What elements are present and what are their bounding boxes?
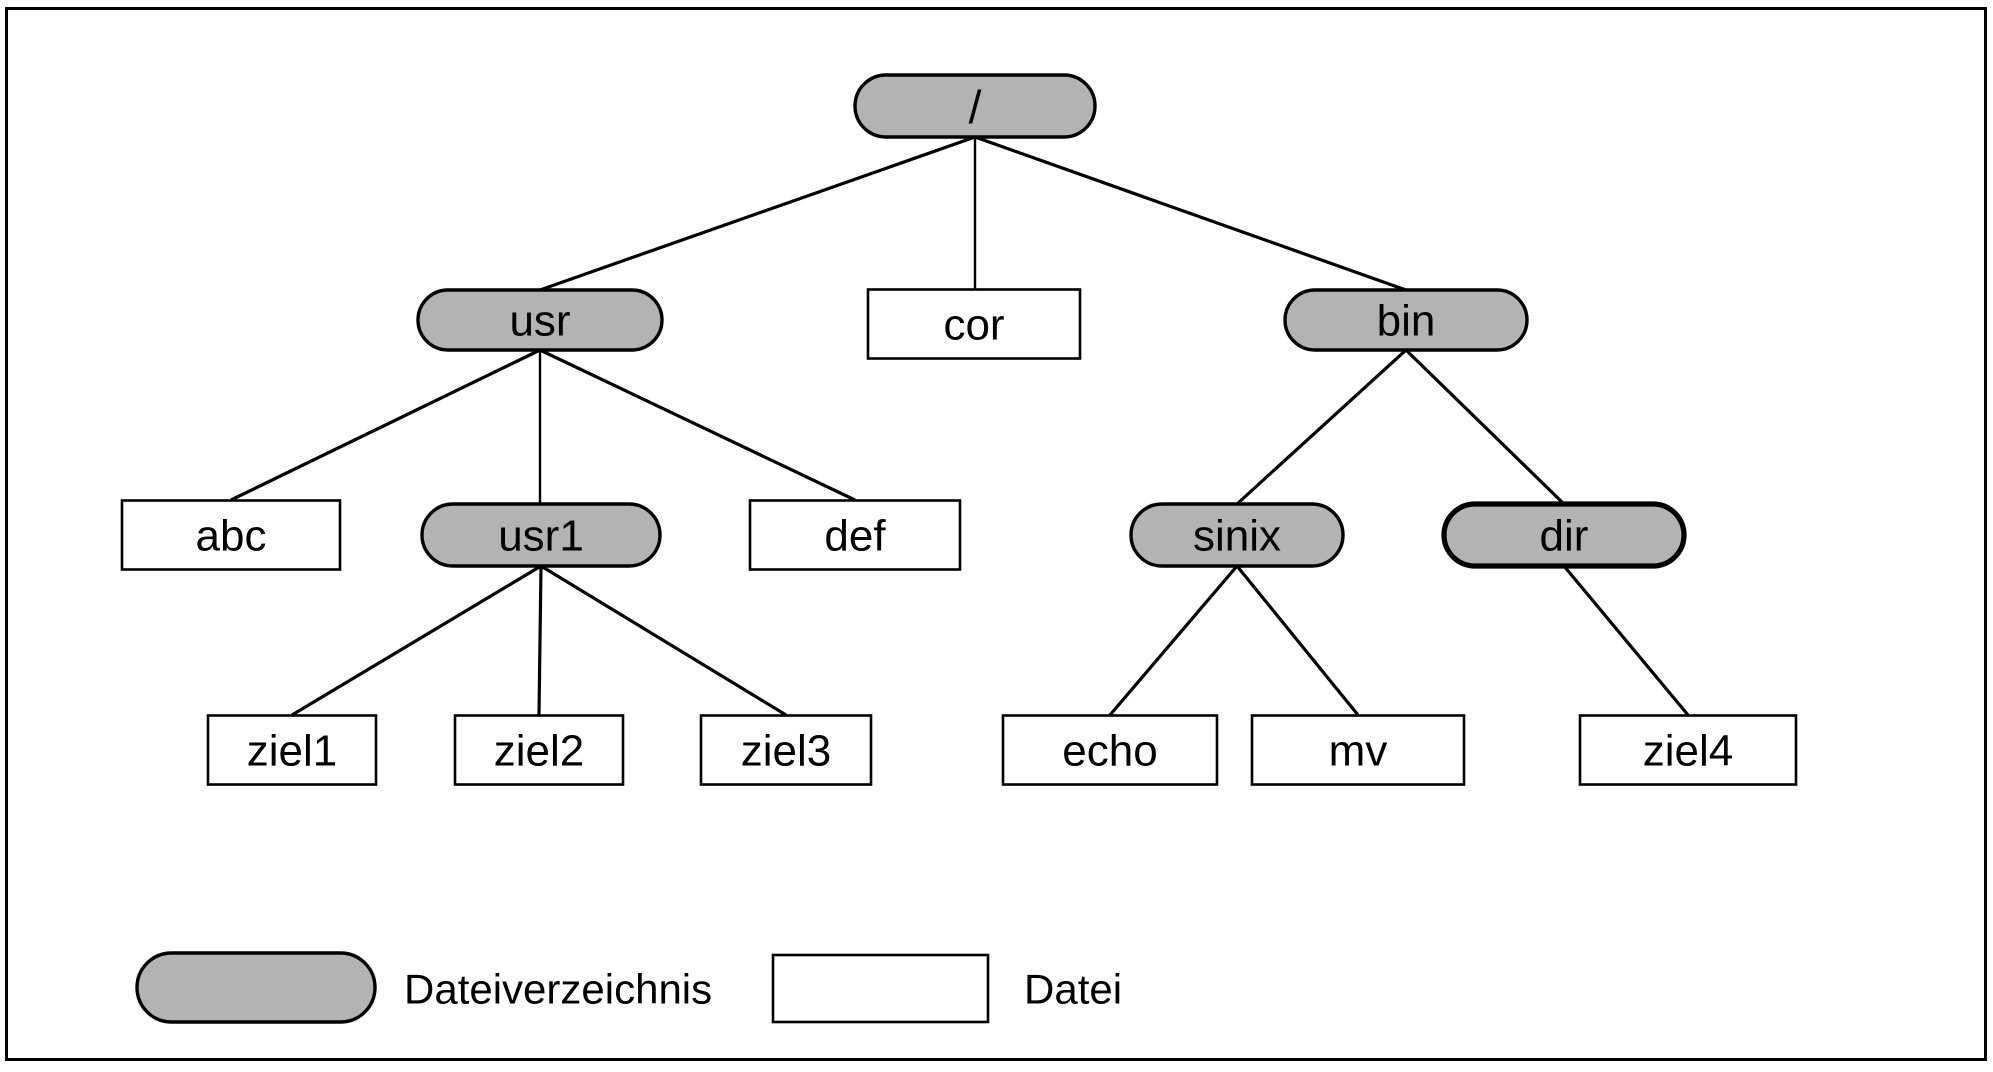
node-label-ziel1: ziel1 <box>247 727 338 776</box>
node-shape-file-ziel2 <box>453 714 625 786</box>
tree-edge-bin-dir <box>1404 348 1566 506</box>
tree-node-def[interactable]: def <box>748 499 962 571</box>
tree-edge-usr1-ziel1 <box>291 564 542 717</box>
tree-node-usr1[interactable]: usr1 <box>420 502 662 568</box>
tree-node-cor[interactable]: cor <box>866 288 1082 360</box>
legend-file-swatch-file <box>771 953 990 1024</box>
tree-node-echo[interactable]: echo <box>1001 714 1219 786</box>
tree-node-ziel4[interactable]: ziel4 <box>1578 714 1798 786</box>
node-shape-file-abc <box>120 499 342 571</box>
tree-node-usr[interactable]: usr <box>416 288 664 352</box>
node-label-bin: bin <box>1377 297 1436 346</box>
tree-node-abc[interactable]: abc <box>120 499 342 571</box>
node-shape-directory-dir <box>1441 501 1687 569</box>
node-shape-file-def <box>748 499 962 571</box>
tree-node-bin[interactable]: bin <box>1283 288 1529 352</box>
tree-edge-root-bin <box>974 135 1407 292</box>
node-label-ziel4: ziel4 <box>1643 727 1734 776</box>
node-label-cor: cor <box>943 301 1004 350</box>
tree-edge-usr1-ziel2 <box>537 565 543 716</box>
tree-edge-dir-ziel4 <box>1562 564 1690 717</box>
node-shape-file-mv <box>1250 714 1466 786</box>
node-label-mv: mv <box>1329 727 1388 776</box>
node-shape-file-ziel1 <box>206 714 378 786</box>
node-label-abc: abc <box>196 512 267 561</box>
node-shape-directory-bin <box>1283 288 1529 352</box>
node-layer: / usr cor bin abc usr1 def sinix dir ziel1 ziel2 zi… <box>120 73 1798 786</box>
node-label-usr1: usr1 <box>498 512 584 561</box>
node-shape-directory-sinix <box>1129 502 1345 568</box>
tree-node-dir[interactable]: dir <box>1441 501 1687 569</box>
node-shape-file-ziel3 <box>699 714 873 786</box>
tree-node-ziel3[interactable]: ziel3 <box>699 714 873 786</box>
node-shape-directory-usr1 <box>420 502 662 568</box>
node-label-sinix: sinix <box>1193 512 1281 561</box>
node-label-root: / <box>969 81 982 133</box>
legend-directory-label: Dateiverzeichnis <box>404 966 712 1013</box>
tree-node-ziel2[interactable]: ziel2 <box>453 714 625 786</box>
edge-layer <box>230 135 1690 717</box>
node-shape-file-ziel4 <box>1578 714 1798 786</box>
node-label-ziel3: ziel3 <box>741 727 832 776</box>
legend-layer: Dateiverzeichnis Datei <box>135 951 1122 1024</box>
node-shape-file-echo <box>1001 714 1219 786</box>
node-shape-file-cor <box>866 288 1082 360</box>
legend-directory-swatch-directory <box>135 951 377 1024</box>
tree-node-root[interactable]: / <box>853 73 1097 139</box>
legend-file-label: Datei <box>1024 966 1122 1013</box>
tree-edge-usr1-ziel3 <box>540 564 787 717</box>
node-label-usr: usr <box>509 297 570 346</box>
tree-edge-root-usr <box>539 135 976 292</box>
tree-edge-sinix-echo <box>1108 564 1239 717</box>
tree-node-sinix[interactable]: sinix <box>1129 502 1345 568</box>
node-label-echo: echo <box>1062 727 1157 776</box>
tree-edge-usr-abc <box>230 348 541 502</box>
node-shape-directory-root <box>853 73 1097 139</box>
node-label-ziel2: ziel2 <box>494 727 585 776</box>
tree-edge-sinix-mv <box>1235 564 1360 717</box>
legend-directory: Dateiverzeichnis <box>135 951 712 1024</box>
tree-edge-usr-def <box>539 348 856 502</box>
node-label-def: def <box>824 512 886 561</box>
tree-edge-bin-sinix <box>1235 348 1408 506</box>
tree-node-mv[interactable]: mv <box>1250 714 1466 786</box>
tree-node-ziel1[interactable]: ziel1 <box>206 714 378 786</box>
node-label-dir: dir <box>1540 512 1589 561</box>
legend-file: Datei <box>771 953 1122 1024</box>
node-shape-directory-usr <box>416 288 664 352</box>
